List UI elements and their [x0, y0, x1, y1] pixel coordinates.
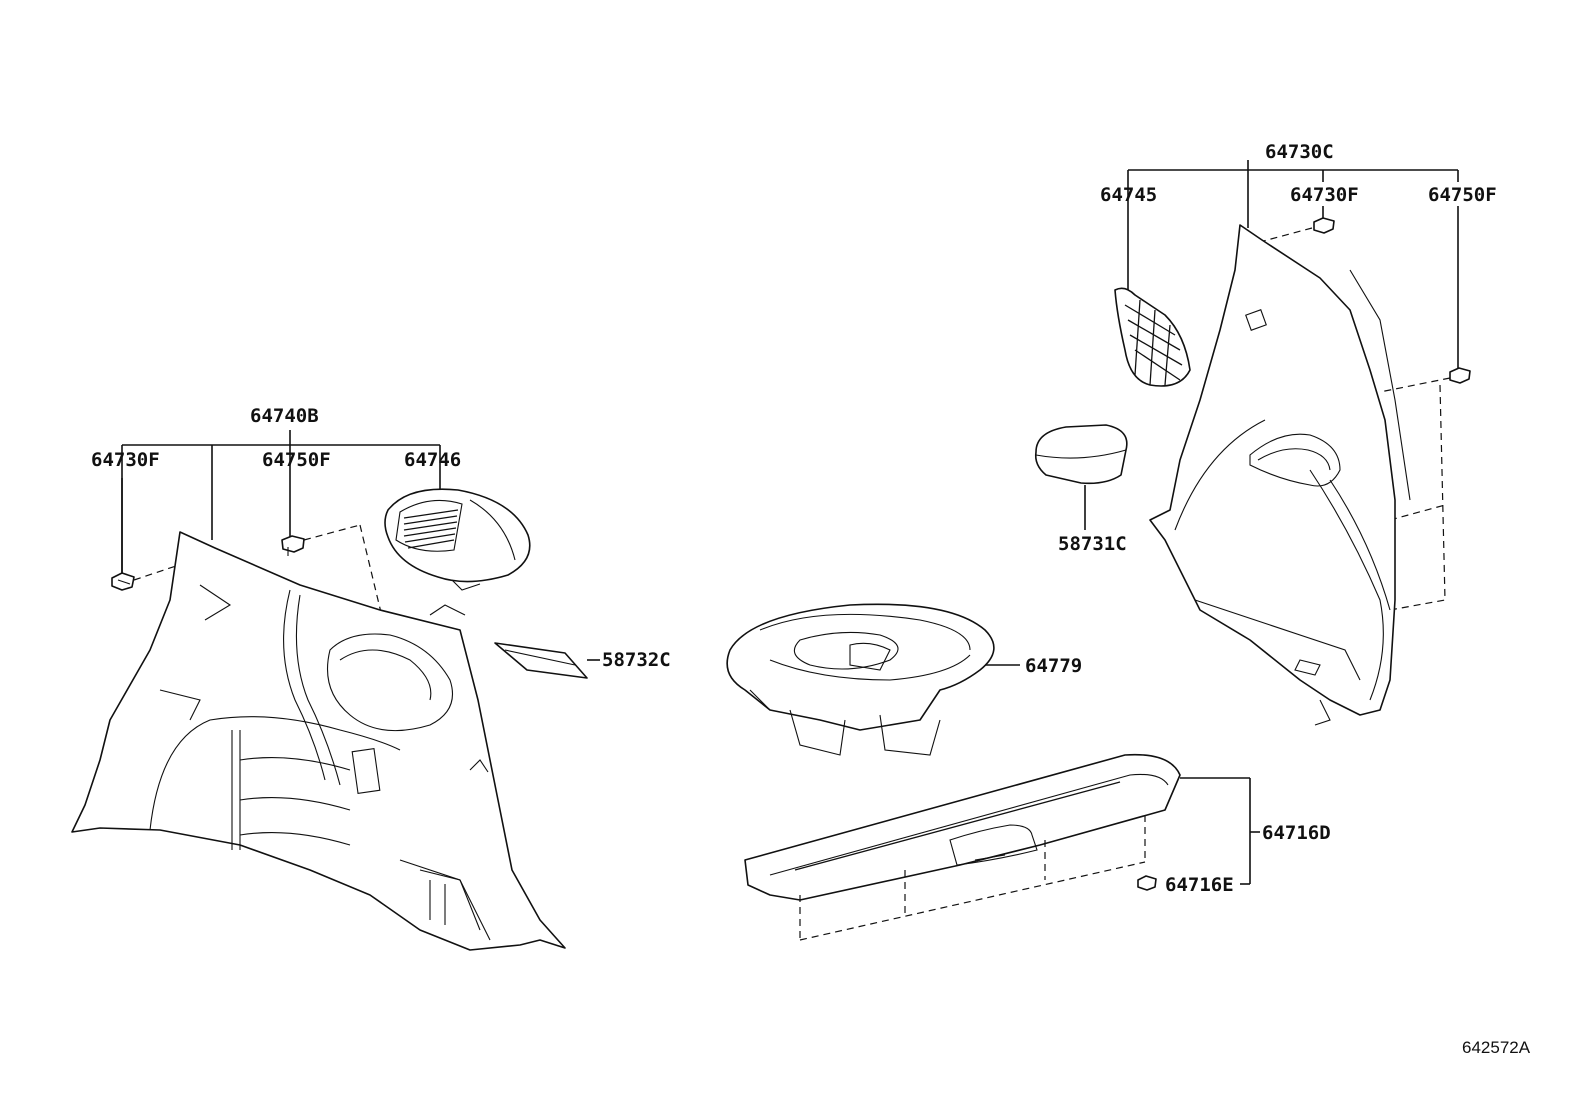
- diagram-code: 642572A: [1462, 1038, 1531, 1057]
- label-64750f-left: 64750F: [262, 449, 331, 471]
- label-64745: 64745: [1100, 184, 1157, 206]
- cover-58731c: [1034, 424, 1128, 530]
- quarter-trim-panel-64740b: [71, 531, 566, 951]
- label-64730f-left: 64730F: [91, 449, 160, 471]
- left-quarter-trim-group: 64740B 64730F 64750F 64746 58732C: [71, 405, 671, 951]
- grille-64745: [1114, 287, 1191, 387]
- label-64730c: 64730C: [1265, 141, 1334, 163]
- speaker-grille-64746: [384, 488, 531, 591]
- label-64730f-right: 64730F: [1290, 184, 1359, 206]
- quarter-trim-panel-64730c: [1149, 224, 1411, 726]
- spare-tire-tray-64779: [726, 603, 1020, 756]
- label-64716d: 64716D: [1262, 822, 1331, 844]
- cover-58732c: [494, 642, 600, 679]
- label-64716e: 64716E: [1165, 874, 1234, 896]
- label-64740b: 64740B: [250, 405, 319, 427]
- label-64746: 64746: [404, 449, 461, 471]
- clip-64730f-right-icon: [1313, 217, 1335, 234]
- label-58731c: 58731C: [1058, 533, 1127, 555]
- clip-64716e-icon: [1137, 875, 1157, 891]
- clip-64730f-left-icon: [111, 561, 189, 591]
- scuff-plate-64716d: [744, 753, 1260, 941]
- clip-64750f-right-icon: [1449, 367, 1471, 384]
- right-quarter-trim-group: 64730C 64745 64730F 64750F 58731C: [1034, 141, 1497, 726]
- label-64779: 64779: [1025, 655, 1082, 677]
- label-64750f-right: 64750F: [1428, 184, 1497, 206]
- label-58732c: 58732C: [602, 649, 671, 671]
